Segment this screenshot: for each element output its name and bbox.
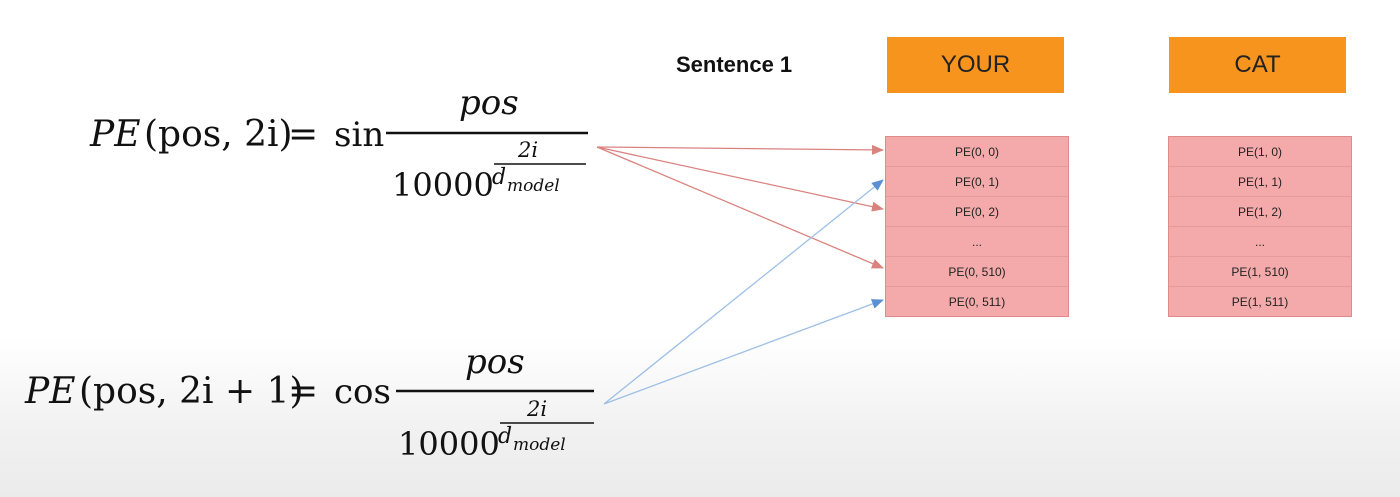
sin-denominator-base: 10000 — [392, 166, 494, 204]
cos-lhs-pe: PE — [24, 371, 76, 412]
pe-cell: PE(1, 2) — [1169, 197, 1351, 227]
sin-exponent-top: 2i — [517, 138, 538, 162]
sin-function: sin — [334, 115, 384, 155]
pe-cell: PE(1, 511) — [1231, 294, 1289, 309]
pe-cell: ... — [886, 227, 1068, 257]
sin-exponent-sub: model — [507, 176, 560, 196]
cos-equals: = — [288, 371, 318, 412]
sin-lhs-args: (pos, 2i) — [144, 114, 293, 155]
cos-function: cos — [334, 372, 391, 412]
cos-lhs-args: (pos, 2i + 1) — [79, 371, 304, 412]
pe-cell: PE(0, 0) — [886, 137, 1068, 167]
token-box-cat: CAT — [1169, 37, 1346, 93]
cos-exponent-sub: model — [513, 435, 566, 455]
pe-column-cat: PE(1, 0) PE(1, 1) PE(1, 2) ... PE(1, 510… — [1168, 136, 1352, 317]
sin-arrow-to-pe-0 — [596, 144, 884, 155]
pe-cell: PE(0, 510) — [886, 257, 1068, 287]
pe-cell: PE(0, 2) — [886, 197, 1068, 227]
sentence-label: Sentence 1 — [676, 52, 793, 77]
pe-cell: PE(1, 1) — [1169, 167, 1351, 197]
sin-formula: PE (pos, 2i) = sin pos 10000 2i d model — [89, 83, 588, 204]
pe-cell: ... — [1169, 227, 1351, 257]
token-box-your: YOUR — [887, 37, 1064, 93]
cos-formula: PE (pos, 2i + 1) = cos pos 10000 2i d mo… — [24, 342, 594, 463]
cos-denominator-base: 10000 — [398, 425, 500, 463]
pe-cell: PE(0, 511) — [948, 294, 1006, 309]
pe-cell: PE(1, 510) — [1169, 257, 1351, 287]
cos-arrow-to-pe-1 — [603, 179, 884, 405]
pe-cell: PE(1, 0) — [1169, 137, 1351, 167]
cos-arrows — [603, 179, 884, 405]
sin-numerator: pos — [459, 83, 519, 123]
sin-arrow-to-pe-2 — [596, 146, 884, 212]
cos-exponent-top: 2i — [526, 397, 547, 421]
sin-arrow-to-pe-510 — [596, 146, 884, 269]
cos-numerator: pos — [465, 342, 525, 382]
cos-exponent-d: d — [498, 424, 512, 449]
sin-equals: = — [288, 114, 318, 155]
sin-arrows — [596, 144, 884, 269]
pe-column-your: PE(0, 0) PE(0, 1) PE(0, 2) ... PE(0, 510… — [885, 136, 1069, 317]
cos-arrow-to-pe-511 — [603, 299, 884, 405]
sin-lhs-pe: PE — [89, 114, 141, 155]
pe-cell: PE(0, 1) — [886, 167, 1068, 197]
sin-exponent-d: d — [492, 165, 506, 190]
